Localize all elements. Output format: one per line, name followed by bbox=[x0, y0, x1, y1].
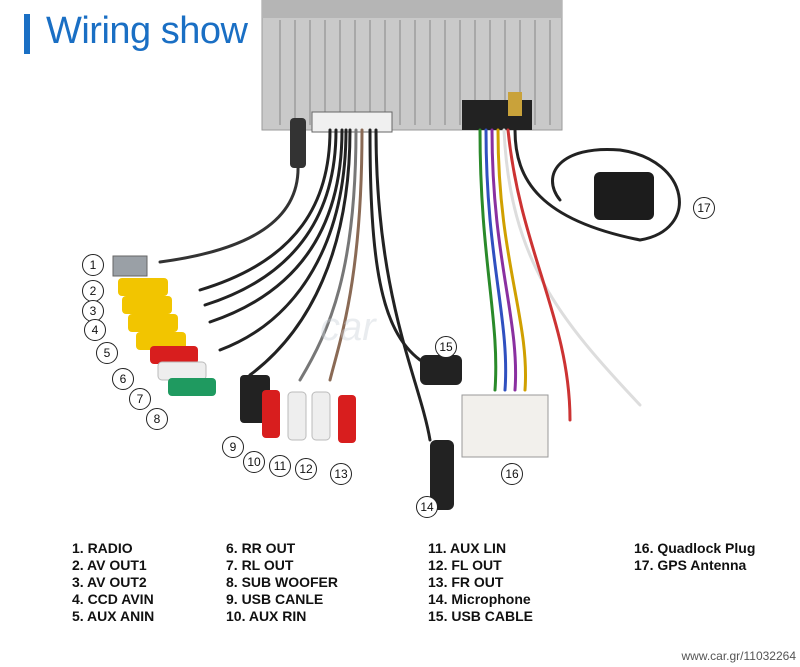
callout-13: 13 bbox=[330, 463, 352, 485]
callout-6: 6 bbox=[112, 368, 134, 390]
callout-8: 8 bbox=[146, 408, 168, 430]
legend-column-2: 6. RR OUT 7. RL OUT 8. SUB WOOFER 9. USB… bbox=[226, 540, 338, 625]
aux-l bbox=[287, 391, 307, 441]
gps-antenna bbox=[594, 172, 654, 220]
wire-bundle bbox=[158, 128, 681, 442]
legend-item: 14. Microphone bbox=[428, 591, 531, 607]
legend-item: 9. USB CANLE bbox=[226, 591, 324, 607]
quadlock-plug bbox=[461, 394, 549, 458]
legend-item: 15. USB CABLE bbox=[428, 608, 534, 624]
legend-column-1: 1. RADIO 2. AV OUT1 3. AV OUT2 4. CCD AV… bbox=[72, 540, 154, 625]
fl-out bbox=[311, 391, 331, 441]
usb-cable bbox=[420, 355, 462, 385]
legend-item: 3. AV OUT2 bbox=[72, 574, 147, 590]
rca-green bbox=[168, 378, 216, 396]
head-unit bbox=[261, 0, 563, 168]
callout-5: 5 bbox=[96, 342, 118, 364]
title-accent-bar bbox=[24, 14, 30, 54]
legend-item: 8. SUB WOOFER bbox=[226, 574, 339, 590]
rca-yellow-group bbox=[118, 278, 186, 350]
callout-11: 11 bbox=[269, 455, 291, 477]
aux-r bbox=[262, 390, 280, 438]
rca-red bbox=[150, 346, 198, 364]
fr-out bbox=[338, 395, 356, 443]
callout-12: 12 bbox=[295, 458, 317, 480]
legend-item: 10. AUX RIN bbox=[226, 608, 307, 624]
legend-item: 1. RADIO bbox=[72, 540, 133, 556]
legend-column-4: 16. Quadlock Plug 17. GPS Antenna bbox=[634, 540, 755, 574]
legend-item: 13. FR OUT bbox=[428, 574, 504, 590]
callout-4: 4 bbox=[84, 319, 106, 341]
callout-14: 14 bbox=[416, 496, 438, 518]
callout-10: 10 bbox=[243, 451, 265, 473]
svg-text:car: car bbox=[320, 305, 377, 349]
legend-column-3: 11. AUX LIN 12. FL OUT 13. FR OUT 14. Mi… bbox=[428, 540, 533, 625]
callout-17: 17 bbox=[693, 197, 715, 219]
radio-connector bbox=[112, 255, 148, 277]
legend-item: 17. GPS Antenna bbox=[634, 557, 747, 573]
legend-item: 16. Quadlock Plug bbox=[634, 540, 756, 556]
legend-item: 6. RR OUT bbox=[226, 540, 296, 556]
rca-white bbox=[157, 361, 207, 381]
callout-2: 2 bbox=[82, 280, 104, 302]
callout-16: 16 bbox=[501, 463, 523, 485]
callout-15: 15 bbox=[435, 336, 457, 358]
page-title: Wiring show bbox=[46, 10, 248, 52]
watermark: www.car.gr/11032264 bbox=[681, 649, 796, 663]
legend-item: 4. CCD AVIN bbox=[72, 591, 154, 607]
legend-item: 5. AUX ANIN bbox=[72, 608, 155, 624]
legend-item: 11. AUX LIN bbox=[428, 540, 507, 556]
callout-7: 7 bbox=[129, 388, 151, 410]
legend-item: 7. RL OUT bbox=[226, 557, 294, 573]
callout-1: 1 bbox=[82, 254, 104, 276]
callout-9: 9 bbox=[222, 436, 244, 458]
microphone-jack bbox=[430, 440, 454, 510]
legend-item: 12. FL OUT bbox=[428, 557, 502, 573]
legend-item: 2. AV OUT1 bbox=[72, 557, 147, 573]
